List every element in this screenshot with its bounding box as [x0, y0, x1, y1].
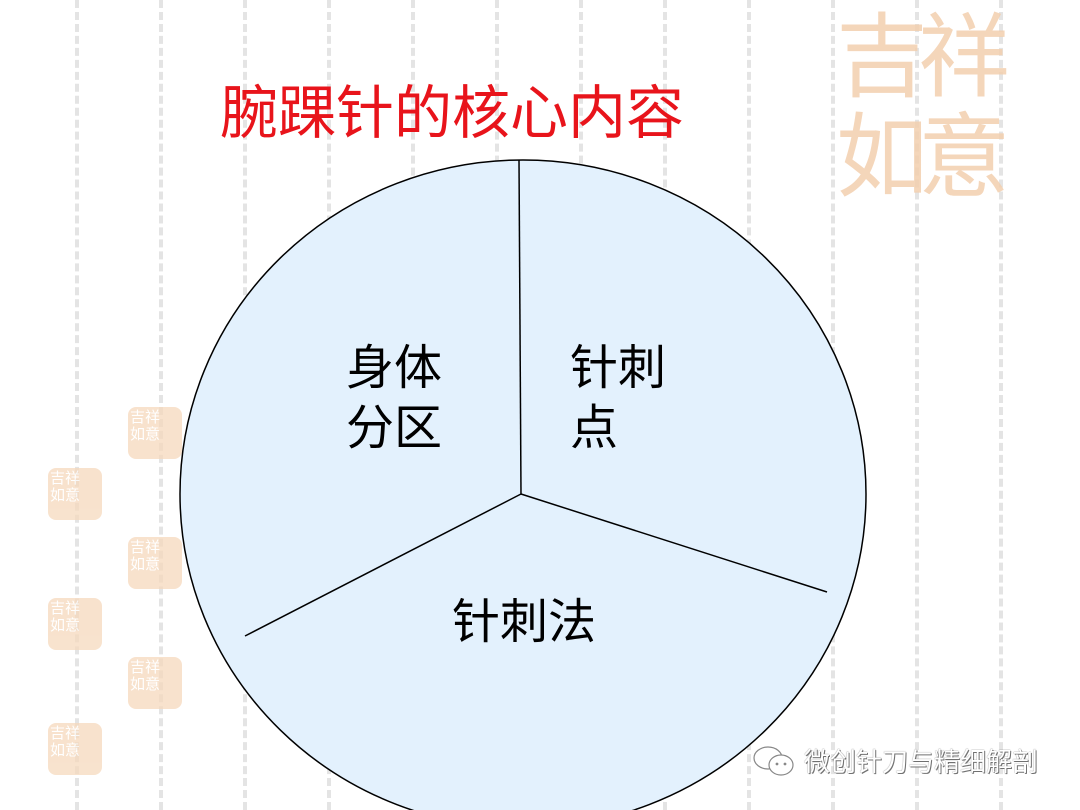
- small-seal: 吉祥如意: [48, 598, 102, 650]
- dashed-guide-line: [159, 0, 163, 810]
- segment-label-body-zones: 身体 分区: [346, 338, 442, 458]
- dashed-guide-line: [999, 0, 1003, 810]
- decorative-seal-watermark: 吉祥如意: [836, 4, 1010, 211]
- small-seal: 吉祥如意: [128, 407, 182, 459]
- dashed-guide-line: [75, 0, 79, 810]
- label-line: 身体: [346, 340, 443, 396]
- small-seal: 吉祥如意: [128, 657, 182, 709]
- label-line: 针刺: [570, 340, 667, 396]
- label-line: 针刺法: [452, 594, 597, 650]
- small-seal: 吉祥如意: [128, 537, 182, 589]
- divider-right: [520, 493, 828, 593]
- label-line: 分区: [346, 400, 443, 456]
- slide-title: 腕踝针的核心内容: [220, 79, 685, 147]
- divider-top: [518, 159, 522, 495]
- label-line: 点: [570, 400, 619, 456]
- account-name: 微创针刀与精细解剖: [804, 748, 1039, 778]
- account-watermark: 微创针刀与精细解剖: [752, 742, 1038, 779]
- small-seal: 吉祥如意: [48, 468, 102, 520]
- divider-left: [244, 493, 522, 637]
- segment-label-needling-method: 针刺法: [452, 592, 596, 652]
- small-seal: 吉祥如意: [48, 723, 102, 775]
- dashed-guide-line: [915, 0, 919, 810]
- wechat-icon: [753, 745, 794, 776]
- pie-circle: [179, 159, 867, 810]
- segment-label-needling-points: 针刺 点: [570, 338, 666, 458]
